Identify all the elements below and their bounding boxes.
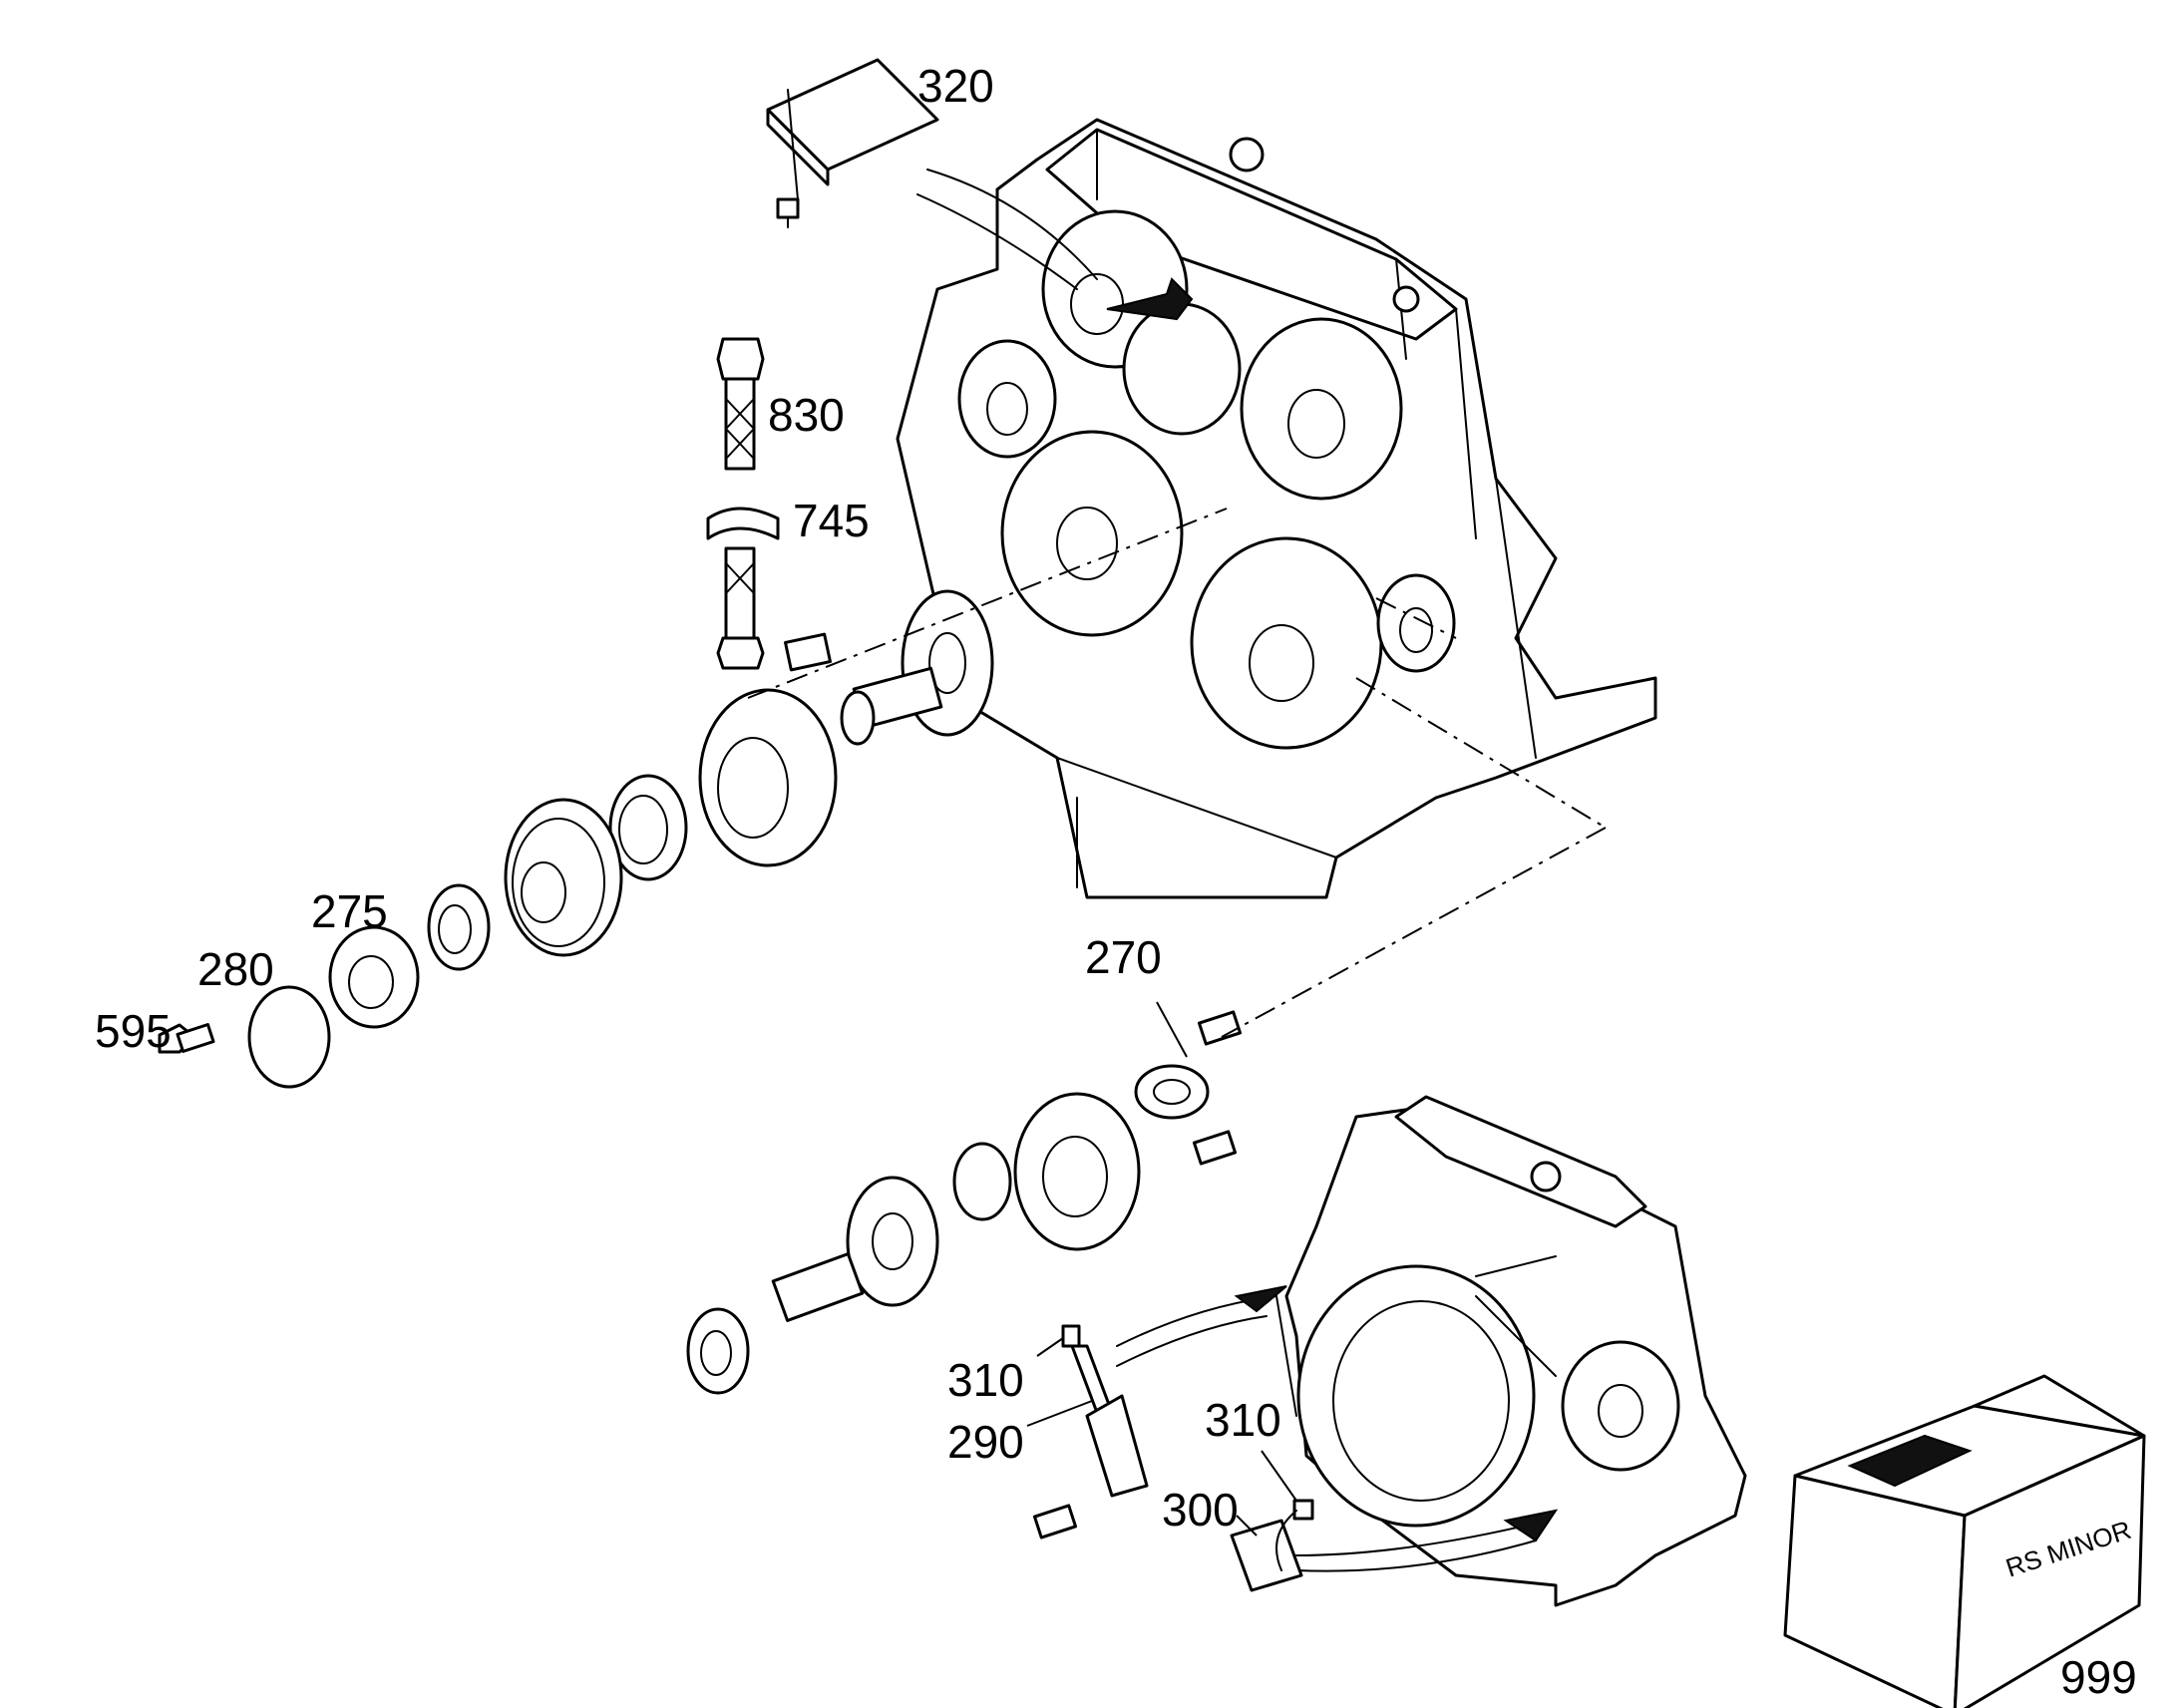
label-280: 280 [197,943,274,995]
label-275: 275 [311,885,388,937]
label-745: 745 [793,495,870,546]
part-830-stud-clamp [706,337,780,670]
label-290: 290 [947,1416,1024,1468]
label-300: 300 [1162,1484,1239,1536]
center-lines [747,508,1607,1038]
label-270: 270 [1085,931,1162,983]
label-310-left: 310 [947,1354,1024,1406]
upper-gearbox-housing [896,118,1657,899]
part-999-box: RS MINOR [1783,1374,2146,1708]
label-830: 830 [768,389,845,441]
label-320: 320 [917,60,994,112]
label-595: 595 [95,1005,172,1057]
leader-lines [1026,1001,1297,1537]
lower-shaft-assembly [686,1010,1243,1395]
part-320-bracket [766,58,939,228]
label-310-right: 310 [1205,1394,1281,1446]
part-290-310-sight-glass [1032,1324,1314,1592]
lower-gearbox-housing [1116,1095,1747,1607]
upper-shaft-assembly [158,589,994,1089]
label-999: 999 [2060,1651,2137,1703]
